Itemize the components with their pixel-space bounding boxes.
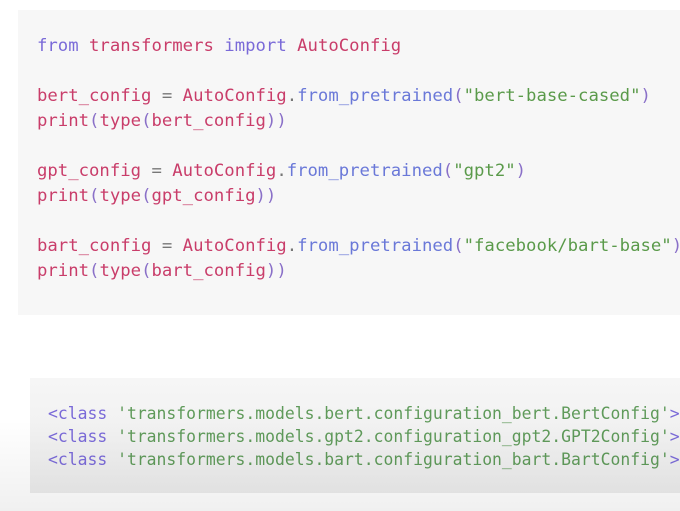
code-token: from_pretrained: [286, 161, 443, 181]
output-line: <class 'transformers.models.gpt2.configu…: [48, 425, 680, 448]
code-token: bart_config: [151, 261, 266, 281]
code-token: (: [442, 161, 454, 181]
code-line: print(type(bart_config)): [37, 259, 287, 284]
code-token: <class: [48, 450, 118, 469]
code-token: "bert-base-cased": [463, 86, 641, 106]
code-token: from_pretrained: [297, 86, 454, 106]
code-token: print: [37, 111, 90, 131]
code-token: bert_config: [151, 111, 266, 131]
code-token: type: [99, 261, 142, 281]
code-token: =: [161, 236, 183, 256]
code-token: 'transformers.models.gpt2.configuration_…: [117, 427, 670, 446]
code-token: print: [37, 261, 90, 281]
code-token: 'transformers.models.bert.configuration_…: [117, 404, 670, 423]
code-token: )): [255, 186, 277, 206]
code-token: from: [37, 36, 90, 56]
code-token: 'transformers.models.bart.configuration_…: [117, 450, 670, 469]
code-token: ): [515, 161, 527, 181]
code-line: print(type(gpt_config)): [37, 184, 276, 209]
code-token: <class: [48, 427, 118, 446]
code-token: (: [453, 86, 464, 106]
code-token: AutoConfig: [182, 86, 287, 106]
code-token: print: [37, 186, 90, 206]
code-line: gpt_config = AutoConfig.from_pretrained(…: [37, 159, 526, 184]
code-token: =: [151, 161, 173, 181]
code-line: print(type(bert_config)): [37, 109, 287, 134]
output-line: <class 'transformers.models.bert.configu…: [48, 402, 680, 425]
code-token: AutoConfig: [182, 236, 287, 256]
code-token: AutoConfig: [297, 36, 402, 56]
code-token: "facebook/bart-base": [463, 236, 672, 256]
code-token: (: [141, 261, 152, 281]
code-token: <class: [48, 404, 118, 423]
code-token: bert_config: [37, 86, 162, 106]
code-token: from_pretrained: [297, 236, 454, 256]
code-token: .: [276, 161, 287, 181]
code-token: (: [141, 186, 152, 206]
code-token: (: [141, 111, 152, 131]
code-token: >: [669, 404, 680, 423]
code-token: (: [89, 261, 100, 281]
code-line: bert_config = AutoConfig.from_pretrained…: [37, 84, 651, 109]
code-line: from transformers import AutoConfig: [37, 34, 401, 59]
code-token: (: [89, 186, 100, 206]
code-token: (: [453, 236, 464, 256]
code-token: .: [286, 86, 298, 106]
code-token: bart_config: [37, 236, 162, 256]
code-token: import: [224, 36, 298, 56]
code-token: gpt_config: [37, 161, 152, 181]
code-token: gpt_config: [151, 186, 256, 206]
code-token: >: [669, 427, 680, 446]
code-token: )): [265, 261, 287, 281]
code-token: ): [672, 236, 680, 256]
code-token: .: [286, 236, 298, 256]
code-token: )): [265, 111, 287, 131]
code-token: ): [640, 86, 651, 106]
code-line: bart_config = AutoConfig.from_pretrained…: [37, 234, 680, 259]
code-token: (: [89, 111, 100, 131]
code-token: >: [669, 450, 680, 469]
code-token: =: [161, 86, 183, 106]
output-line: <class 'transformers.models.bart.configu…: [48, 448, 680, 471]
code-token: AutoConfig: [172, 161, 277, 181]
code-token: type: [99, 186, 142, 206]
output-cell: <class 'transformers.models.bert.configu…: [30, 378, 680, 493]
code-token: "gpt2": [453, 161, 516, 181]
code-token: transformers: [89, 36, 225, 56]
code-token: type: [99, 111, 142, 131]
